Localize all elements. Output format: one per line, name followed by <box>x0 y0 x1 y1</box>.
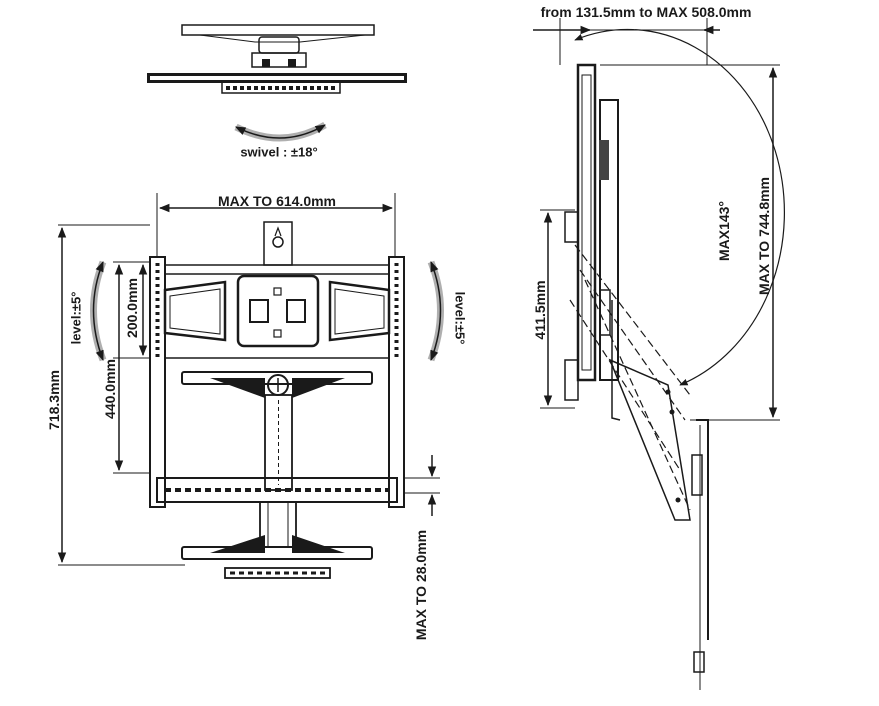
tilted-plate <box>608 358 691 521</box>
wall-foot <box>693 651 705 673</box>
swivel-hub <box>258 36 300 54</box>
arm-lower-b <box>584 279 691 511</box>
height-440-label: 440.0mm <box>102 359 118 419</box>
upper-shelf-strut-right <box>292 378 345 398</box>
left-upright <box>149 256 166 508</box>
mount-clamp <box>599 140 609 180</box>
wall-bracket <box>691 454 703 496</box>
pivot-dot <box>669 409 675 415</box>
level-right-label: level:±5° <box>452 291 468 345</box>
hub-bolt <box>262 59 270 67</box>
tv-panel-top-view <box>181 24 375 36</box>
left-arm <box>163 280 227 342</box>
max-width-label: MAX TO 614.0mm <box>217 193 337 209</box>
plate-slot-left <box>249 299 269 323</box>
arm-lower-a <box>569 299 681 471</box>
wall-line <box>696 419 709 640</box>
top-view <box>147 24 407 142</box>
plate-hole <box>273 329 282 338</box>
level-arrow-right <box>430 261 442 361</box>
center-plate <box>236 274 320 348</box>
wall-plate <box>221 83 341 94</box>
max-28-label: MAX TO 28.0mm <box>413 529 429 641</box>
tv-side-inner <box>581 74 592 371</box>
swivel-base <box>251 52 307 68</box>
shelf-hook <box>611 300 621 421</box>
height-200-label: 200.0mm <box>124 278 140 338</box>
tilt-label: MAX143° <box>716 200 732 262</box>
lower-column <box>259 501 297 548</box>
tv-panel-bevel <box>199 34 366 43</box>
tv-bracket-bottom <box>564 359 579 401</box>
lower-shelf-strut-left <box>210 535 265 553</box>
swivel-label: swivel : ±18° <box>240 144 318 160</box>
top-crossbar <box>164 264 390 275</box>
right-arm <box>328 280 391 342</box>
hub-bolt <box>288 59 296 67</box>
swivel-arrow <box>235 124 326 139</box>
tv-bracket-top <box>564 211 579 243</box>
top-handle <box>263 221 293 266</box>
tv-side-profile <box>576 63 597 382</box>
level-arrow-left <box>92 261 104 361</box>
lower-shelf <box>181 546 373 560</box>
left-arm-inner <box>169 288 221 335</box>
max-744-label: MAX TO 744.8mm <box>756 176 772 296</box>
plate-slot-right <box>286 299 306 323</box>
right-upright <box>388 256 405 508</box>
lower-shelf-strut-right <box>292 535 345 553</box>
extension-range-label: from 131.5mm to MAX 508.0mm <box>540 4 752 20</box>
front-view <box>57 193 444 579</box>
mount-plate-side <box>599 99 619 381</box>
upper-shelf <box>181 371 373 385</box>
plate-hole <box>273 287 282 296</box>
arm-upper-b <box>579 269 686 421</box>
mount-lower-clamp <box>599 289 611 336</box>
right-arm-inner <box>334 288 385 335</box>
floor-base <box>224 567 331 579</box>
handle-knob <box>272 236 284 248</box>
tilt-arc <box>574 28 785 386</box>
handle-arrow <box>274 226 282 237</box>
pivot-dot <box>665 389 671 395</box>
pivot-dot <box>675 497 681 503</box>
side-view <box>533 18 785 690</box>
height-411-label: 411.5mm <box>532 280 548 340</box>
arm-upper-a <box>574 244 691 396</box>
upper-shelf-strut-left <box>210 378 265 398</box>
height-718-label: 718.3mm <box>46 370 62 430</box>
bracket-slot <box>150 76 404 80</box>
level-left-label: level:±5° <box>68 291 84 345</box>
